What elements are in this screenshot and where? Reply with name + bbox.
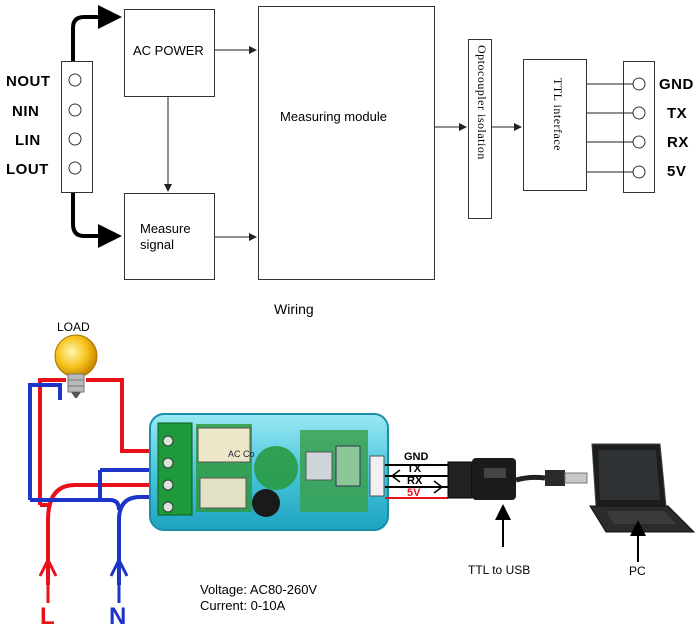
current-spec: Current: 0-10A (200, 598, 286, 613)
terminal-label-lout: LOUT (6, 161, 49, 178)
lout-to-measure-wire (71, 193, 122, 248)
load-label: LOAD (57, 320, 90, 334)
measure-signal-label-1: Measure (140, 221, 191, 236)
ttl-to-usb-adapter-icon (447, 458, 588, 500)
power-meter-module (149, 413, 389, 531)
line-label: L (40, 603, 55, 630)
neutral-label: N (109, 603, 127, 630)
left-terminal-screws (68, 73, 82, 175)
neutral-input-arrow (109, 556, 129, 603)
ttl-to-usb-label: TTL to USB (468, 563, 531, 577)
live-wires (38, 378, 152, 585)
module-label: AC Co (228, 449, 255, 459)
terminal-label-gnd: GND (659, 76, 694, 93)
terminal-label-tx: TX (667, 105, 688, 122)
signal-wires (385, 464, 448, 499)
signal-label-tx: TX (407, 463, 422, 475)
nout-to-ac-power-wire (71, 5, 122, 61)
voltage-spec: Voltage: AC80-260V (200, 582, 318, 597)
ttl-interface-label: TTL interface (551, 78, 565, 152)
wiring-title: Wiring (274, 301, 314, 317)
neutral-wires (28, 383, 152, 585)
measure-signal-box (124, 193, 215, 280)
optocoupler-label: Optocoupler isolation (475, 45, 489, 160)
terminal-label-rx: RX (667, 134, 689, 151)
ttl-interface-box (523, 59, 587, 191)
terminal-label-nout: NOUT (6, 73, 51, 90)
terminal-label-5v: 5V (667, 163, 687, 180)
signal-label-rx: RX (407, 475, 423, 487)
signal-label-5v: 5V (407, 487, 421, 499)
ac-power-box (124, 9, 215, 97)
block-diagram-connectors (68, 5, 646, 248)
measuring-module-label: Measuring module (280, 109, 387, 124)
light-bulb-icon (54, 334, 98, 398)
terminal-label-lin: LIN (15, 132, 41, 149)
ac-power-label: AC POWER (133, 43, 204, 58)
measuring-module-box (258, 6, 435, 280)
signal-label-gnd: GND (404, 451, 429, 463)
terminal-label-nin: NIN (12, 103, 40, 120)
pc-label: PC (629, 564, 646, 578)
optocoupler-box (468, 39, 492, 219)
line-input-arrow (38, 556, 58, 603)
right-terminal-screws (632, 77, 646, 179)
laptop-icon (589, 443, 696, 533)
measure-signal-label-2: signal (140, 237, 174, 252)
